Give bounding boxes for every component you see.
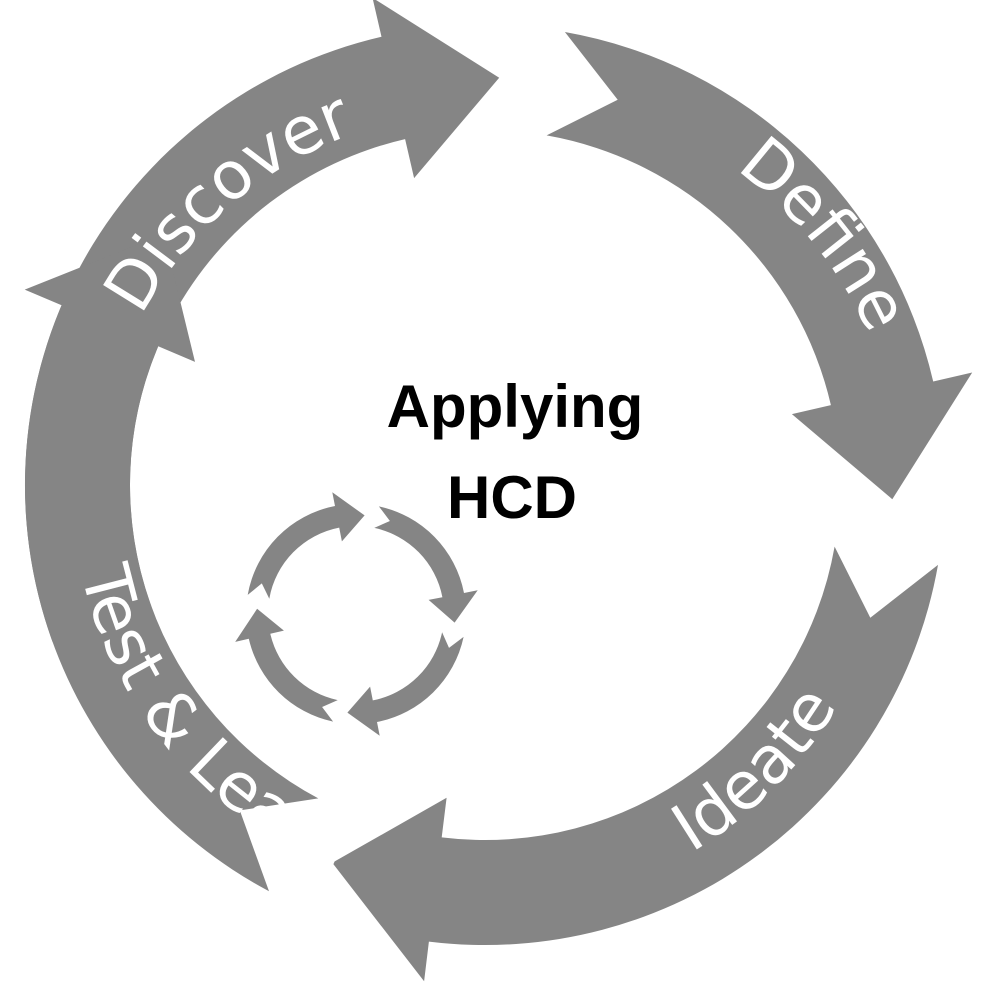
- small-arrow-bottom-left: [235, 608, 338, 722]
- cycle-arrows-outer: [24, 0, 973, 982]
- small-arrow-bottom-right: [347, 632, 464, 736]
- center-title-line2: HCD: [447, 464, 577, 531]
- arrow-ideate: [332, 546, 938, 982]
- cycle-arrows-icon: [235, 492, 478, 736]
- center-title-line1: Applying: [387, 373, 644, 440]
- small-arrow-top-right: [374, 506, 478, 623]
- small-arrow-top-left: [247, 492, 365, 599]
- arrow-test-learn: [24, 234, 319, 892]
- arrow-define: [546, 32, 973, 500]
